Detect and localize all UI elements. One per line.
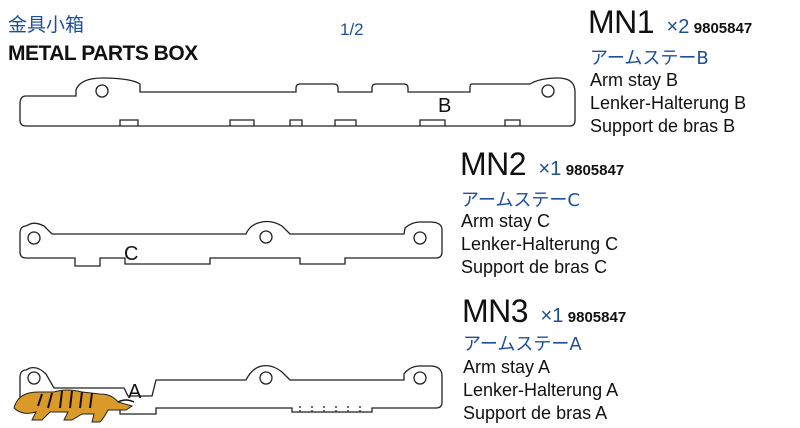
part-jp-name: アームステーA xyxy=(463,334,582,355)
part-jp-name: アームステーB xyxy=(590,48,709,69)
part-mn2-header: MN2 ×1 9805847 xyxy=(460,146,624,183)
jp-title: 金具小箱 xyxy=(8,14,85,36)
part-name-en: Arm stay A xyxy=(463,357,551,377)
part-mn3-names: Arm stay A Lenker-Halterung A Support de… xyxy=(463,356,618,425)
part-number: 9805847 xyxy=(567,309,627,326)
diagram-label-c: C xyxy=(124,243,138,265)
part-mn3-header: MN3 ×1 9805847 xyxy=(462,293,626,330)
part-quantity: ×1 xyxy=(540,305,564,327)
part-mn2-names: Arm stay C Lenker-Halterung C Support de… xyxy=(461,210,618,279)
arm-stay-b-diagram xyxy=(19,77,576,127)
part-name-fr: Support de bras A xyxy=(463,403,608,423)
part-number: 9805847 xyxy=(565,162,625,179)
part-name-de: Lenker-Halterung B xyxy=(590,93,747,113)
arm-stay-c-diagram xyxy=(19,220,443,267)
part-quantity: ×2 xyxy=(666,16,690,38)
part-name-fr: Support de bras B xyxy=(590,116,736,136)
part-code: MN2 xyxy=(460,146,527,182)
part-name-en: Arm stay C xyxy=(461,211,551,231)
part-code: MN3 xyxy=(462,293,529,329)
part-quantity: ×1 xyxy=(538,158,562,180)
tiger-logo xyxy=(13,389,135,423)
part-number: 9805847 xyxy=(693,20,753,37)
diagram-label-b: B xyxy=(438,95,451,117)
part-name-de: Lenker-Halterung C xyxy=(461,234,619,254)
page-number: 1/2 xyxy=(340,20,364,39)
part-code: MN1 xyxy=(588,4,655,40)
part-name-de: Lenker-Halterung A xyxy=(463,380,619,400)
diagram-label-a: A xyxy=(128,381,142,403)
page-title: METAL PARTS BOX xyxy=(8,42,198,65)
part-mn1-header: MN1 ×2 9805847 xyxy=(588,4,752,41)
part-jp-name: アームステーC xyxy=(461,190,580,211)
part-name-en: Arm stay B xyxy=(590,70,679,90)
part-mn1-names: Arm stay B Lenker-Halterung B Support de… xyxy=(590,69,746,138)
part-name-fr: Support de bras C xyxy=(461,257,608,277)
